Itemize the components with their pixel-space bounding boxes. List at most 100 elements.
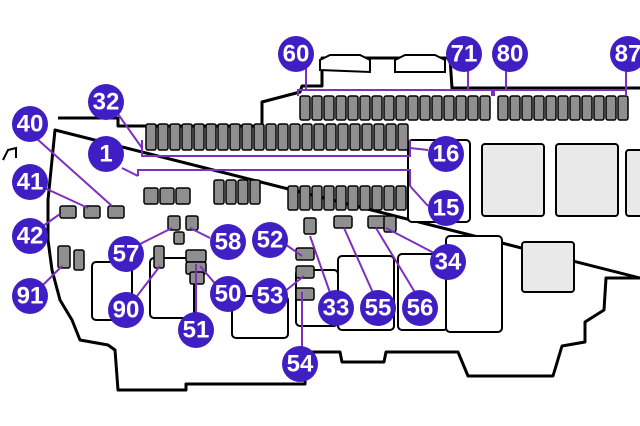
fuse-upper-row [385,123,397,151]
callout-label: 15 [433,195,460,222]
fuse-upper-row [169,123,181,151]
relay [481,143,545,217]
fuse-upper-row [349,123,361,151]
bracket-60-71 [297,89,493,96]
fuse-top-left-row [455,95,467,121]
fuse-upper-row [301,123,313,151]
callout-label: 16 [433,141,460,168]
top-connector-left [319,54,371,74]
fuse-upper-row [337,123,349,151]
fuse-lower-row [395,185,407,211]
fuse-upper-row [217,123,229,151]
fuse-lower-row [347,185,359,211]
relay [555,143,619,217]
fuse-upper-row [253,123,265,151]
fuse-50 [185,249,207,263]
fuse-91-adjacent [73,249,85,271]
fuse-40 [107,205,125,219]
fuse-upper-row [289,123,301,151]
fuse-55 [333,215,353,229]
callout-label: 87 [615,41,640,68]
fuse-top-left-row [371,95,383,121]
callout-label: 55 [365,295,392,322]
fuse-top-left-row [407,95,419,121]
fuse-upper-row [325,123,337,151]
callout-41: 41 [12,164,48,200]
callout-label: 90 [113,297,140,324]
relay [521,241,575,293]
fuse-top-right-row [521,95,533,121]
leader-16 [409,147,429,151]
callout-40: 40 [12,106,48,142]
relays [481,143,640,293]
callout-51: 51 [178,312,214,348]
fuse-91 [57,245,71,269]
fuse-42 [59,205,77,219]
fuse-top-left-row [419,95,431,121]
leader-1 [121,167,139,177]
callout-56: 56 [402,290,438,326]
fuse-top-left-row [479,95,491,121]
fuse-lower-row [335,185,347,211]
callout-15: 15 [428,190,464,226]
fuse-lower-row [213,179,225,205]
relay [625,149,640,217]
callout-32: 32 [88,84,124,120]
fuse-33 [303,217,317,235]
fuse-top-left-row [359,95,371,121]
fuse-top-left-row [395,95,407,121]
fuse-top-right-row [605,95,617,121]
fuse-top-right-row [557,95,569,121]
callout-label: 58 [215,229,242,256]
compartment [149,257,195,319]
fuse-box-left-tab [2,146,17,161]
fuse-upper-row [229,123,241,151]
fuse-54 [295,287,315,301]
fuse-top-left-row [347,95,359,121]
fuse-top-left-row [311,95,323,121]
leader-53 [283,275,305,293]
callout-87: 87 [610,36,640,72]
fuse-top-right-row [581,95,593,121]
callout-55: 55 [360,290,396,326]
fuse-lower-row [249,179,261,205]
fuse-lower-row [323,185,335,211]
callout-label: 91 [17,283,44,310]
fuse-57 [167,215,181,231]
callout-58: 58 [210,224,246,260]
callout-34: 34 [430,244,466,280]
fuse-top-left-row [383,95,395,121]
fuse-upper-row [241,123,253,151]
fuse-upper-row [313,123,325,151]
leader-15 [409,185,429,207]
callout-label: 52 [257,227,284,254]
callout-label: 80 [497,41,524,68]
callout-label: 42 [17,223,44,250]
callout-label: 71 [451,41,478,68]
fuse-upper-row [205,123,217,151]
callout-50: 50 [210,276,246,312]
callout-52: 52 [252,222,288,258]
fuse-upper-row [145,123,157,151]
fuse-lower-row [383,185,395,211]
callout-label: 1 [99,141,112,168]
fuse-upper-row [277,123,289,151]
callout-1: 1 [88,136,124,172]
fuse-top-left-row [323,95,335,121]
fuse-lower-row [225,179,237,205]
fuse-top-right-row [509,95,521,121]
callout-label: 40 [17,111,44,138]
fuse-top-right-row [533,95,545,121]
leader-32 [117,113,143,149]
callout-label: 53 [257,283,284,310]
leader-34 [385,227,437,255]
fuse-lower-row [237,179,249,205]
fuse-52 [295,247,315,261]
fuse-array [57,95,629,301]
fuse-top-left-row [443,95,455,121]
top-connector-right [394,54,446,73]
callout-16: 16 [428,136,464,172]
fuse-lower-row [371,185,383,211]
fuse-top-left-row [335,95,347,121]
